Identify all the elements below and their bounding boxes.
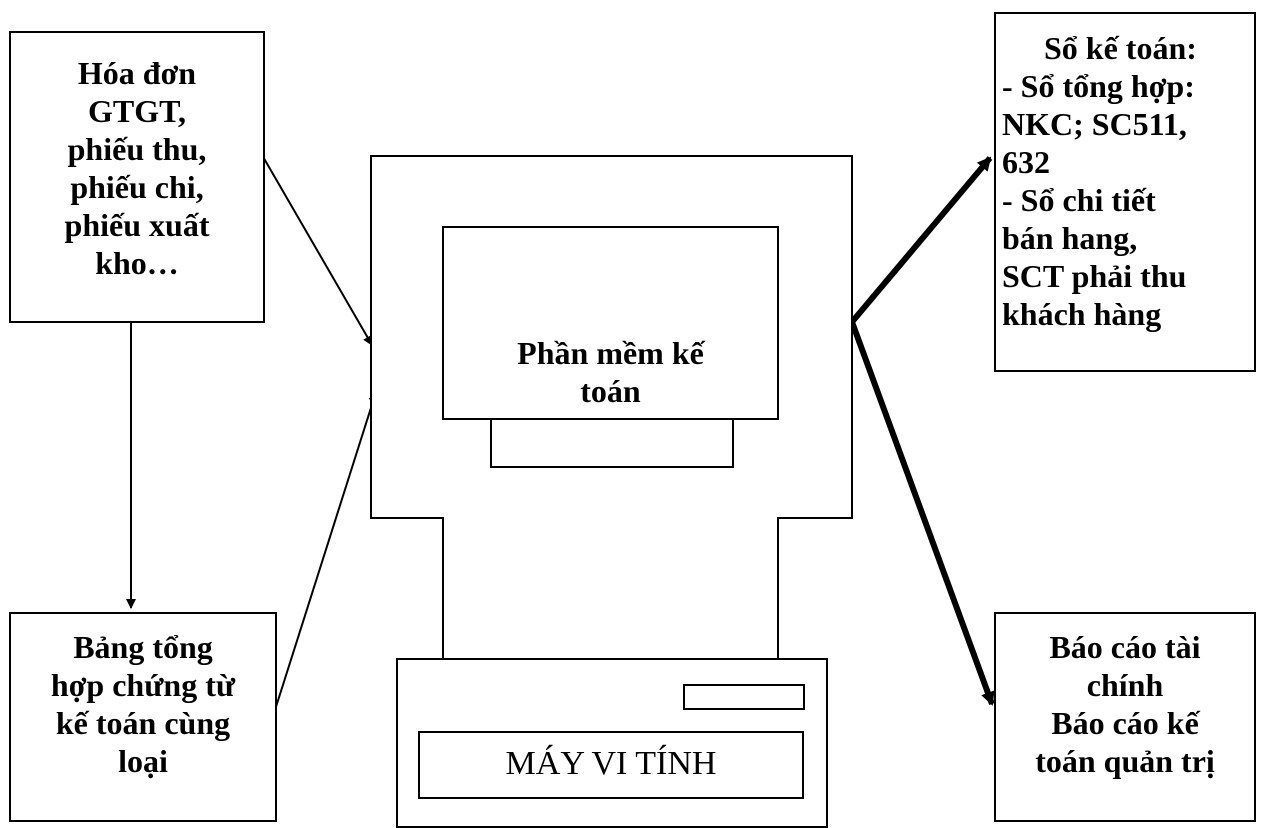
arrow-software-to-ledger (849, 156, 993, 324)
ledger-line: 632 (1002, 144, 1050, 180)
computer-label-panel (418, 731, 804, 799)
ledger-line: khách hàng (1002, 296, 1162, 332)
ledger-line: bán hang, (1002, 220, 1138, 256)
software-line: Phần mềm kế (517, 335, 704, 371)
software-line: toán (580, 373, 641, 409)
source-line: phiếu chi, (70, 169, 204, 205)
summary-box (9, 612, 277, 822)
source-line: GTGT, (87, 93, 187, 129)
arrow-summary-to-software (274, 391, 379, 711)
arrow-software-to-report (849, 320, 995, 706)
source-line: Hóa đơn (77, 55, 197, 91)
report-line: Báo cáo tài (1049, 629, 1201, 665)
software-label: Phần mềm kế toán (442, 334, 779, 410)
summary-line: Bảng tổng (73, 629, 213, 665)
source-line: phiếu xuất (64, 207, 210, 243)
report-line: Báo cáo kế (1051, 705, 1199, 741)
report-text: Báo cáo tài chính Báo cáo kế toán quản t… (994, 628, 1256, 780)
source-line: phiếu thu, (67, 131, 207, 167)
disk-drive-slot (683, 684, 805, 710)
summary-line: kế toán cùng (55, 705, 231, 741)
source-documents-text: Hóa đơn GTGT, phiếu thu, phiếu chi, phiế… (9, 54, 265, 282)
report-line: toán quản trị (1035, 743, 1215, 779)
ledger-line: - Sổ chi tiết (1002, 182, 1156, 218)
summary-line: hợp chứng từ (50, 667, 236, 703)
ledger-text: Sổ kế toán: - Sổ tổng hợp: NKC; SC511, 6… (1002, 29, 1252, 333)
monitor-neck (442, 517, 779, 661)
arrow-source-to-software (261, 154, 373, 346)
report-box (994, 612, 1256, 822)
source-line: kho… (95, 245, 179, 281)
summary-text: Bảng tổng hợp chứng từ kế toán cùng loại (9, 628, 277, 780)
ledger-line: Sổ kế toán: (1044, 30, 1197, 66)
ledger-line: SCT phải thu (1002, 258, 1187, 294)
ledger-line: NKC; SC511, (1002, 106, 1187, 142)
ledger-box (994, 12, 1256, 372)
ledger-line: - Sổ tổng hợp: (1002, 68, 1195, 104)
monitor-stand-plate (490, 418, 734, 468)
report-line: chính (1086, 667, 1164, 703)
summary-line: loại (118, 743, 168, 779)
source-documents-box (9, 31, 265, 323)
computer-label: MÁY VI TÍNH (505, 745, 717, 782)
